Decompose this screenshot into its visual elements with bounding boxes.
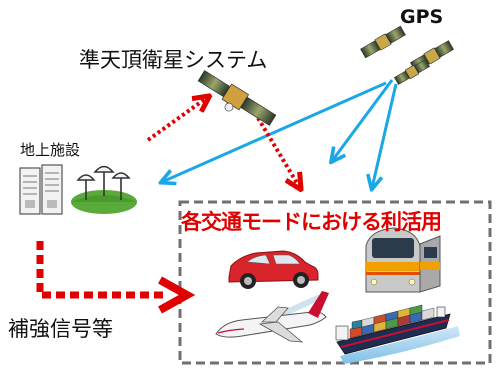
- train-icon: [365, 227, 441, 293]
- ground-facility-label: 地上施設: [20, 141, 81, 159]
- qzss-to-usage-arrow: [256, 116, 300, 188]
- gps-to-usage-arrow-left: [332, 79, 394, 161]
- car-icon: [228, 250, 319, 289]
- augmentation-arrow: [36, 241, 196, 314]
- airplane-icon: [215, 291, 329, 343]
- qzss-satellite-icon: [197, 70, 277, 126]
- gps-label: GPS: [400, 6, 444, 28]
- ground-to-qzss-arrow: [146, 97, 208, 142]
- gps-to-ground-arrow: [162, 81, 387, 182]
- antenna-dish-icon: [71, 165, 137, 214]
- usage-title: 各交通モードにおける利活用: [181, 210, 442, 234]
- gps-to-usage-arrow-right: [372, 83, 398, 188]
- augmentation-signal-label: 補強信号等: [8, 317, 113, 341]
- qzss-label: 準天頂衛星システム: [79, 48, 268, 72]
- cargo-ship-icon: [335, 304, 460, 364]
- qzss-signal-arrows: [146, 97, 300, 188]
- usage-box: [178, 200, 492, 365]
- gps-signal-arrows: [162, 79, 398, 188]
- gps-satellite-icon: [360, 25, 454, 85]
- server-rack-icon: [19, 164, 63, 215]
